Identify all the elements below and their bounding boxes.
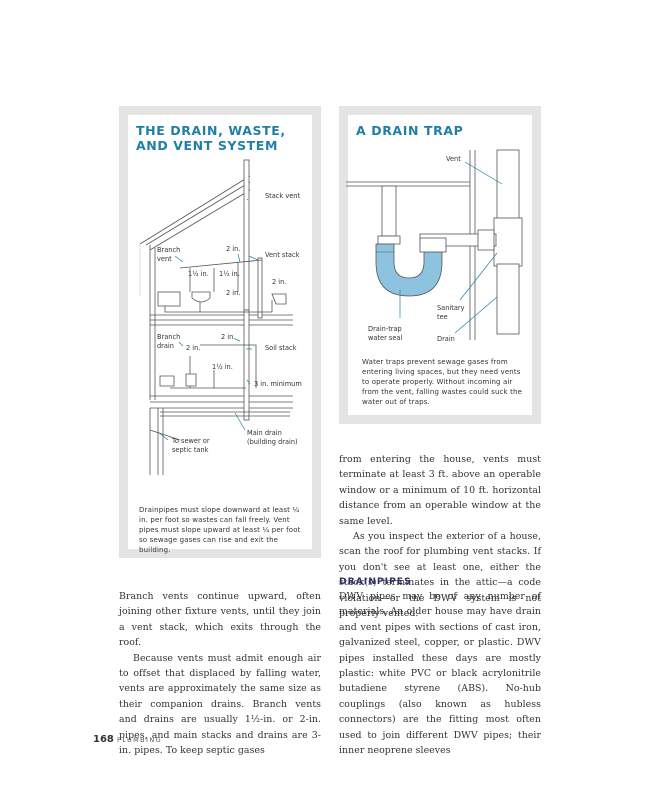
left-column-text: Branch vents continue upward, often join… [119,589,321,758]
label-branch-vent-1: Branch [157,246,181,254]
label-three-in-min: 3 in. minimum [254,380,302,388]
label-two-in-b: 2 in. [272,278,287,286]
sanitary-tee [493,217,523,267]
label-one-half-c: 1½ in. [212,363,233,371]
label-sanitary-tee-2: tee [437,313,448,321]
roof-line-inner [145,181,251,246]
left-para-1: Branch vents continue upward, often join… [119,591,321,649]
label-sewer-1: To sewer or [172,437,210,445]
label-branch-vent-2: vent [157,255,172,263]
dwv-system-panel [119,106,321,558]
right-para-1: from entering the house, vents must term… [339,454,541,527]
right-column-top: from entering the house, vents must term… [339,452,541,621]
label-two-in-a: 2 in. [226,245,241,253]
dwv-caption: Drainpipes must slope downward at least … [139,506,301,554]
vent-stack-pipe [257,257,263,319]
dwv-panel-inner [128,115,312,549]
label-branch-drain-1: Branch [157,333,181,341]
main-drain-pipe [160,411,290,417]
trap-caption: Water traps prevent sewage gases from en… [362,358,523,406]
label-two-in-d: 2 in. [221,333,236,341]
label-drain: Drain [437,335,455,343]
sink-upper [157,291,181,307]
label-sewer-2: septic tank [172,446,209,454]
label-main-drain-1: Main drain [247,429,282,437]
right-column-bottom: DWV pipes may be of any number of materi… [339,589,541,758]
roof-line [139,175,251,245]
tailpiece [381,185,397,237]
label-two-in-c: 2 in. [226,289,241,297]
dwv-panel-title: THE DRAIN, WASTE, AND VENT SYSTEM [136,123,286,153]
label-vent: Vent [446,155,461,163]
label-stack-vent: Stack vent [265,192,301,200]
left-para-2: Because vents must admit enough air to o… [119,652,321,757]
label-one-half-a: 1½ in. [188,270,209,278]
right-para-2: As you inspect the exterior of a house, … [339,531,541,620]
toilet-upper [271,293,287,305]
label-sanitary-tee-1: Sanitary [437,304,465,312]
page-number: 168 [93,734,114,745]
label-one-half-b: 1½ in. [219,270,240,278]
label-branch-drain-2: drain [157,342,174,350]
label-vent-stack: Vent stack [265,251,300,259]
right-para-3: DWV pipes may be of any number of materi… [339,591,541,757]
drainpipes-heading: DRAINPIPES [339,576,412,587]
trap-panel-title: A DRAIN TRAP [356,123,464,138]
lower-branch-drain [170,344,257,389]
sewer-pipe [149,429,181,441]
label-seal-1: Drain-trap [368,325,402,333]
dwv-title-line2: AND VENT SYSTEM [136,138,278,153]
toilet-lower [185,373,197,387]
label-two-in-e: 2 in. [186,344,201,352]
lavatory-lower [159,375,175,387]
lavatory-upper [191,291,211,303]
label-main-drain-2: (building drain) [247,438,298,446]
soil-stack-pipe [243,309,250,421]
roof-rafter [149,189,251,251]
label-soil-stack: Soil stack [265,344,297,352]
branch-vent-pipes [179,259,263,292]
drain-pipe [496,263,520,335]
vent-pipe [496,149,520,221]
dwv-title-line1: THE DRAIN, WASTE, [136,123,286,138]
section-footer: PLUMBING [117,736,163,744]
label-seal-2: water seal [368,334,403,342]
